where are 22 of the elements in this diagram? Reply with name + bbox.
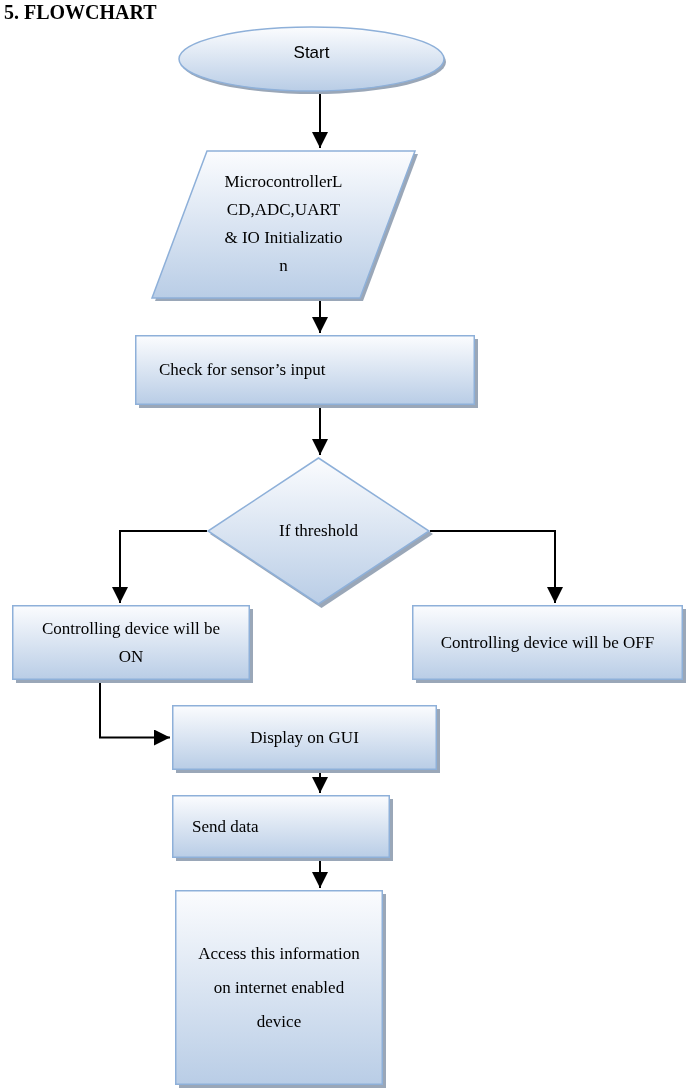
node-label: Display on GUI <box>249 726 360 749</box>
page-title: 5. FLOWCHART <box>4 0 157 24</box>
terminal-ellipse <box>178 26 445 92</box>
process-box <box>412 605 683 680</box>
decision-diamond <box>207 457 430 605</box>
node-label: Controlling device will be ON <box>41 617 221 668</box>
node-label: MicrocontrollerLCD,ADC,UART & IO Initialization <box>223 171 344 277</box>
arrow <box>312 91 328 149</box>
arrow <box>112 530 208 604</box>
process-box <box>172 705 437 770</box>
process-box <box>12 605 250 680</box>
process-box <box>135 335 475 405</box>
arrow <box>429 530 563 604</box>
process-box <box>172 795 390 858</box>
node-label: Start <box>292 42 331 64</box>
input-parallelogram <box>152 150 415 298</box>
node-label: Controlling device will be OFF <box>439 631 656 654</box>
node-label: Send data <box>192 815 260 838</box>
node-label: If threshold <box>278 520 359 542</box>
node-label: Check for sensor’s input <box>159 359 327 381</box>
process-box <box>175 890 383 1085</box>
node-label: Access this information on internet enabled device <box>197 942 361 1033</box>
